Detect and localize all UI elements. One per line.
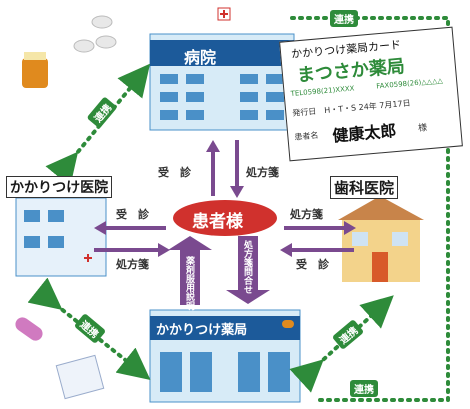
patient-label: 患者様	[192, 212, 243, 232]
patient-node	[173, 200, 277, 236]
tablets-icon	[73, 15, 117, 53]
pharmacy-building	[149, 309, 301, 403]
prescription-inquiry-label: 処方箋問合せ	[242, 240, 252, 294]
card-patient-name: 健康太郎	[331, 120, 398, 146]
medicine-advice-label: 薬剤服用説明	[184, 256, 194, 310]
hospital-patient-arrows	[94, 140, 356, 257]
capsule-icon	[15, 317, 43, 341]
clinic-prescription-label: 処方箋	[116, 258, 149, 271]
card-issued: 発行日 H・T・S 24年 7月17日	[292, 98, 411, 118]
dental-clinic-label: 歯科医院	[330, 176, 399, 199]
clinic-consult-label: 受 診	[116, 208, 149, 221]
prescription-inquiry-arrow	[226, 236, 270, 304]
dental-clinic-building	[338, 196, 424, 282]
hospital-building	[149, 7, 295, 131]
powder-packet-icon	[55, 354, 105, 400]
dental-prescription-label: 処方箋	[290, 208, 323, 221]
pharmacy-label: かかりつけ薬局	[156, 323, 248, 338]
card-honorific: 様	[417, 123, 428, 134]
hospital-consult-label: 受 診	[158, 166, 191, 179]
medicine-advice-arrow	[168, 236, 212, 305]
dental-consult-label: 受 診	[296, 258, 329, 271]
pharmacy-card: かかりつけ薬局カード まつさか薬局 TEL0598(21)XXXX FAX059…	[279, 26, 463, 162]
family-clinic-label: かかりつけ医院	[6, 176, 113, 198]
liaison-badge-bottom: 連携	[350, 380, 378, 397]
liaison-badge-top: 連携	[330, 10, 358, 27]
hospital-prescription-label: 処方箋	[246, 166, 279, 179]
hospital-label: 病院	[184, 48, 217, 67]
family-clinic-building	[15, 197, 107, 277]
card-patient-label: 患者名	[294, 130, 319, 142]
medicine-bottle-icon	[22, 52, 48, 88]
